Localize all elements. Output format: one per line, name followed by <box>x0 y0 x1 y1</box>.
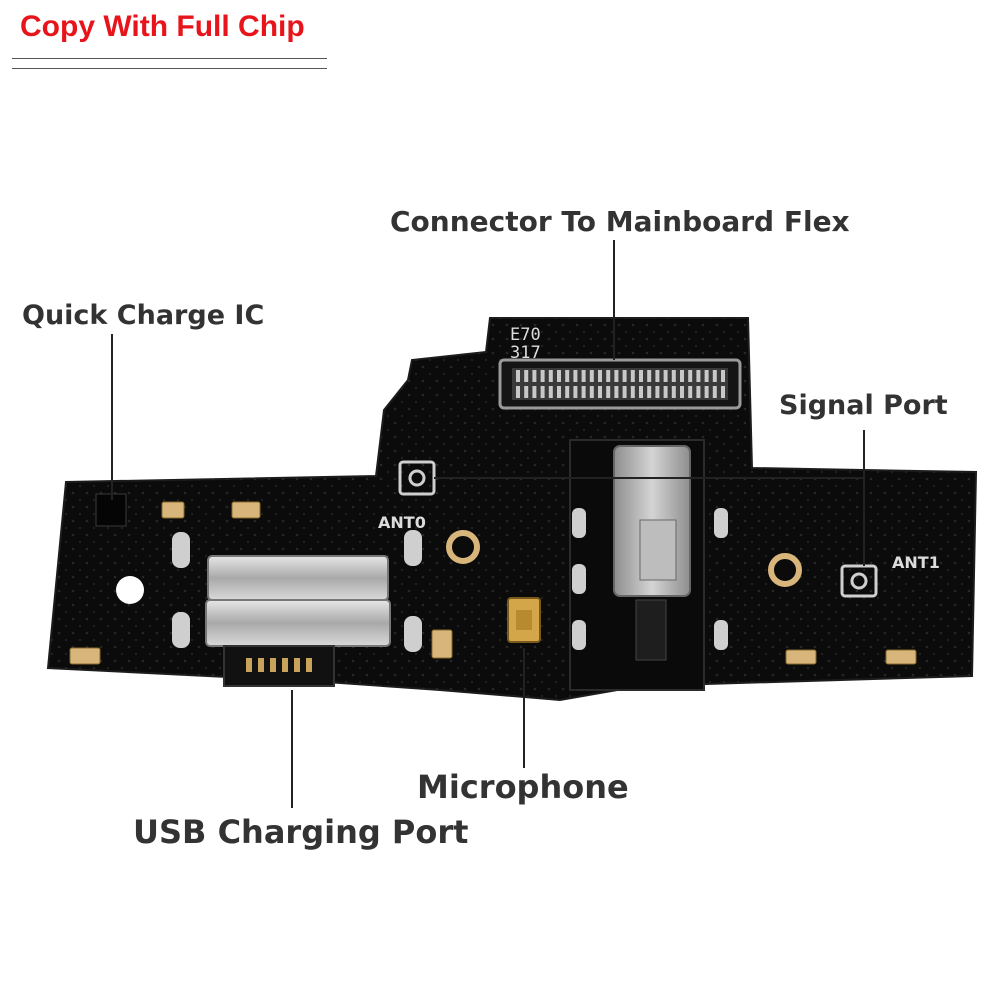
silkscreen-code-2: 317 <box>510 343 541 363</box>
label-microphone: Microphone <box>417 768 629 806</box>
connector-pin <box>548 370 553 382</box>
banner-underline-2 <box>12 68 327 69</box>
banner-underline <box>12 58 327 59</box>
connector-pin <box>614 370 619 382</box>
connector-pin <box>671 370 676 382</box>
connector-pin <box>532 386 537 398</box>
connector-pin <box>639 370 643 382</box>
connector-pin <box>688 370 693 382</box>
label-signal-port: Signal Port <box>779 390 948 421</box>
microphone-chip <box>507 597 541 643</box>
label-connector: Connector To Mainboard Flex <box>390 205 850 238</box>
connector-pin <box>688 386 693 398</box>
connector-pin <box>614 386 619 398</box>
mainboard-flex-connector <box>498 358 742 410</box>
connector-pin <box>622 386 627 398</box>
connector-pin <box>622 370 627 382</box>
connector-pin <box>606 386 611 398</box>
connector-pin <box>630 386 635 398</box>
connector-pin <box>532 370 537 382</box>
connector-pin <box>721 386 725 398</box>
headphone-jack <box>569 439 705 691</box>
connector-pin <box>647 386 652 398</box>
connector-pin <box>639 386 643 398</box>
connector-pin <box>663 386 668 398</box>
connector-pin <box>712 386 717 398</box>
connector-pin <box>598 386 602 398</box>
silkscreen-ant0: ANT0 <box>378 513 426 532</box>
banner-text: Copy With Full Chip <box>20 10 305 43</box>
connector-pin <box>524 386 529 398</box>
gold-pads <box>69 501 917 665</box>
connector-pin <box>680 386 684 398</box>
connector-pin <box>565 370 570 382</box>
connector-pin <box>696 370 701 382</box>
connector-pin <box>540 370 545 382</box>
usb-c-port <box>205 555 391 687</box>
silkscreen-ant1: ANT1 <box>892 553 940 572</box>
connector-pin <box>598 370 602 382</box>
connector-pin <box>557 386 561 398</box>
connector-pin <box>647 370 652 382</box>
connector-pin <box>581 370 586 382</box>
connector-pin <box>680 370 684 382</box>
connector-pin <box>589 386 594 398</box>
connector-pin <box>696 386 701 398</box>
silkscreen-code-1: E70 <box>510 325 541 345</box>
silver-pads <box>172 508 728 652</box>
connector-pin <box>548 386 553 398</box>
connector-pin <box>516 386 520 398</box>
connector-pin <box>655 386 660 398</box>
connector-pin <box>721 370 725 382</box>
connector-pin <box>704 386 709 398</box>
connector-pin <box>540 386 545 398</box>
connector-pin <box>606 370 611 382</box>
connector-pin <box>565 386 570 398</box>
leader-lines <box>111 240 865 808</box>
connector-pin <box>655 370 660 382</box>
connector-pin <box>516 370 520 382</box>
board-hole <box>116 576 144 604</box>
connector-pin <box>557 370 561 382</box>
connector-pin <box>524 370 529 382</box>
connector-pin <box>704 370 709 382</box>
mounting-holes <box>446 530 802 587</box>
label-usb-charging-port: USB Charging Port <box>133 813 469 851</box>
connector-pin <box>581 386 586 398</box>
connector-pin <box>589 370 594 382</box>
connector-pin <box>630 370 635 382</box>
connector-pin <box>671 386 676 398</box>
connector-pin <box>712 370 717 382</box>
connector-pin <box>663 370 668 382</box>
connector-pin <box>573 370 578 382</box>
label-quick-charge-ic: Quick Charge IC <box>22 300 265 331</box>
connector-pin <box>573 386 578 398</box>
